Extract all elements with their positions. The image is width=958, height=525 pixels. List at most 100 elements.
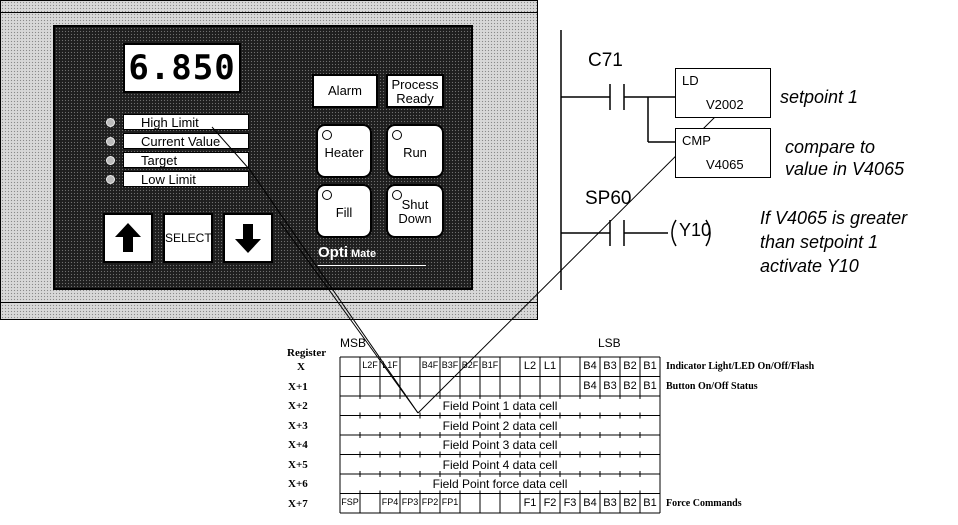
bit-cell: F2: [543, 496, 557, 509]
bit-cell: F3: [563, 496, 577, 509]
bit-cell: L1: [543, 360, 557, 372]
register-label: X: [297, 361, 305, 373]
cmp-arg: V4065: [706, 157, 744, 172]
down-arrow-button[interactable]: [223, 213, 273, 263]
bezel-rule: [0, 302, 538, 303]
register-label: X+2: [288, 400, 308, 412]
bit-cell: F1: [523, 496, 537, 509]
cmp-instruction-box: CMP V4065: [675, 128, 771, 178]
cmp-note: compare to value in V4065: [785, 136, 904, 180]
high-limit-led: [106, 118, 115, 127]
register-header: Register: [287, 347, 327, 359]
bit-cell: B2: [623, 379, 637, 392]
contact-c71-label: C71: [588, 50, 623, 71]
fill-led: [322, 190, 332, 200]
target-led: [106, 156, 115, 165]
register-description: Indicator Light/LED On/Off/Flash: [666, 361, 815, 372]
ld-note: setpoint 1: [780, 87, 859, 107]
bit-cell: B4F: [421, 360, 439, 370]
register-label: X+4: [288, 439, 308, 451]
coil-note-line-3: activate Y10: [760, 256, 859, 276]
bit-cell: B3F: [441, 360, 459, 370]
process-ready-label-2: Ready: [396, 91, 434, 106]
bit-cell: B1F: [481, 360, 499, 370]
shutdown-label-2: Down: [398, 211, 432, 226]
bit-cell: B2: [623, 496, 637, 509]
bit-cell: FP4: [381, 496, 399, 507]
bezel-rule: [0, 12, 538, 13]
msb-label: MSB: [340, 336, 367, 350]
indicator-label-high-limit: High Limit: [123, 114, 249, 130]
indicator-label-target: Target: [123, 152, 249, 168]
coil-note-line-2: than setpoint 1: [760, 232, 879, 252]
process-ready-indicator: Process Ready: [386, 74, 444, 108]
bit-cell: B3: [603, 496, 617, 509]
fill-label: Fill: [335, 205, 353, 220]
run-led: [392, 130, 402, 140]
numeric-display: 6.850: [123, 43, 241, 93]
logo-text-opti: Opti: [318, 244, 348, 261]
field-point-cell: Field Point 1 data cell: [442, 399, 558, 413]
ld-arg: V2002: [706, 97, 744, 112]
run-button[interactable]: Run: [386, 124, 444, 178]
ld-instruction-box: LD V2002: [675, 68, 771, 118]
register-label: X+1: [288, 380, 308, 393]
bit-cell: L2: [523, 360, 537, 372]
cmp-op: CMP: [682, 133, 711, 148]
up-arrow-icon: [115, 223, 141, 252]
fill-button[interactable]: Fill: [316, 184, 372, 238]
run-label: Run: [403, 145, 427, 160]
down-arrow-icon: [235, 224, 261, 253]
bit-cell: L2F: [362, 360, 378, 370]
current-value-led: [106, 137, 115, 146]
bit-cell: L1F: [382, 360, 398, 370]
coil-note: If V4065 is greater than setpoint 1 acti…: [760, 206, 907, 278]
register-label: X+5: [288, 458, 308, 471]
bit-cell: FP3: [401, 496, 419, 507]
shutdown-label-1: Shut: [401, 197, 429, 212]
coil-y10-label: Y10: [679, 220, 712, 240]
bit-cell: B3: [603, 360, 617, 372]
logo-text-mate: Mate: [351, 248, 377, 260]
ld-op: LD: [682, 73, 699, 88]
bit-cell: FP2: [421, 496, 439, 507]
heater-label: Heater: [324, 145, 364, 160]
heater-button[interactable]: Heater: [316, 124, 372, 178]
bit-cell: FSP: [341, 496, 359, 507]
indicator-label-current-value: Current Value: [123, 133, 249, 149]
shutdown-button[interactable]: Shut Down: [386, 184, 444, 238]
shutdown-led: [392, 190, 402, 200]
register-description: Force Commands: [666, 497, 742, 509]
bit-cell: B4: [583, 379, 597, 392]
field-point-cell: Field Point 4 data cell: [442, 457, 558, 472]
bit-cell: B2: [623, 360, 637, 372]
select-button[interactable]: SELECT: [163, 213, 213, 263]
field-point-cell: Field Point 2 data cell: [442, 418, 558, 433]
up-arrow-button[interactable]: [103, 213, 153, 263]
field-point-cell: Field Point 3 data cell: [442, 438, 558, 452]
cmp-note-line-1: compare to: [785, 137, 876, 157]
register-label: X+6: [288, 478, 308, 490]
bit-cell: B4: [583, 360, 597, 372]
heater-led: [322, 130, 332, 140]
lsb-label: LSB: [598, 336, 621, 350]
register-label: X+3: [288, 419, 308, 432]
register-label: X+7: [288, 497, 308, 510]
bit-cell: FP1: [441, 496, 459, 507]
contact-sp60-label: SP60: [585, 188, 632, 209]
coil-note-line-1: If V4065 is greater: [760, 208, 908, 228]
bit-cell: B4: [583, 496, 597, 509]
cmp-note-line-2: value in V4065: [785, 159, 905, 179]
bit-cell: B3: [603, 379, 617, 392]
low-limit-led: [106, 175, 115, 184]
indicator-label-low-limit: Low Limit: [123, 171, 249, 187]
bit-cell: B1: [643, 360, 657, 372]
field-point-cell: Field Point force data cell: [432, 477, 568, 491]
logo-underline: [318, 265, 426, 266]
bit-cell: B1: [643, 379, 657, 392]
alarm-indicator: Alarm: [312, 74, 378, 108]
process-ready-label-1: Process: [391, 77, 439, 92]
